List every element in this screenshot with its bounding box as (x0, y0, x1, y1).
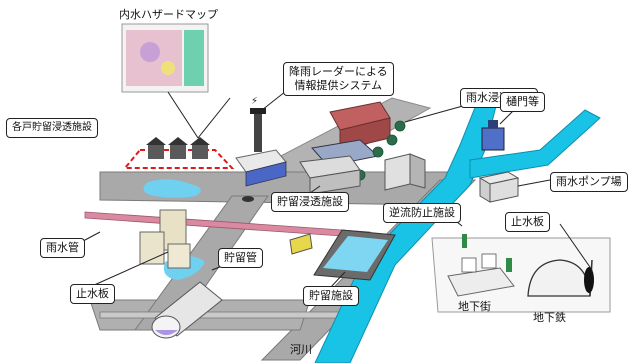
label-backflow: 逆流防止施設 (383, 203, 461, 223)
office-building-right (384, 153, 426, 191)
label-storage-facility: 貯留施設 (303, 286, 359, 306)
label-sluice: 樋門等 (500, 92, 545, 112)
household-area-outline (122, 149, 235, 169)
label-flood-board-right: 止水板 (505, 212, 550, 232)
manhole (242, 196, 254, 202)
label-river: 河川 (290, 343, 312, 356)
sluice-gate (481, 120, 505, 151)
bus (289, 233, 313, 255)
svg-text:⚡: ⚡ (251, 96, 258, 107)
label-radar: 降雨レーダーによる 情報提供システム (283, 62, 394, 96)
label-hazard-map: 内水ハザードマップ (119, 8, 218, 21)
label-flood-board-left: 止水板 (70, 284, 115, 304)
storage-infiltration-building (299, 155, 361, 195)
household-houses (146, 137, 210, 159)
label-storm-pipe: 雨水管 (40, 238, 85, 258)
pump-station (478, 171, 520, 203)
label-subway: 地下鉄 (533, 311, 566, 324)
pipe-front (99, 311, 346, 319)
label-storage-pipe: 貯留管 (218, 248, 263, 268)
label-underground-mall: 地下街 (458, 300, 491, 313)
label-storage-infiltration: 貯留浸透施設 (271, 192, 349, 212)
flood-water-left (143, 179, 201, 198)
hazard-map-poster (121, 23, 209, 93)
river-branch (469, 109, 601, 179)
callout-lines (69, 83, 593, 289)
label-household: 各戸貯留浸透施設 (6, 118, 98, 138)
storage-pipe-cylinder (151, 281, 223, 339)
storage-facility-pool (313, 229, 396, 281)
label-pump-station: 雨水ポンプ場 (550, 172, 628, 192)
underground-panel (431, 234, 611, 313)
radar-tower: ⚡ (235, 96, 287, 187)
